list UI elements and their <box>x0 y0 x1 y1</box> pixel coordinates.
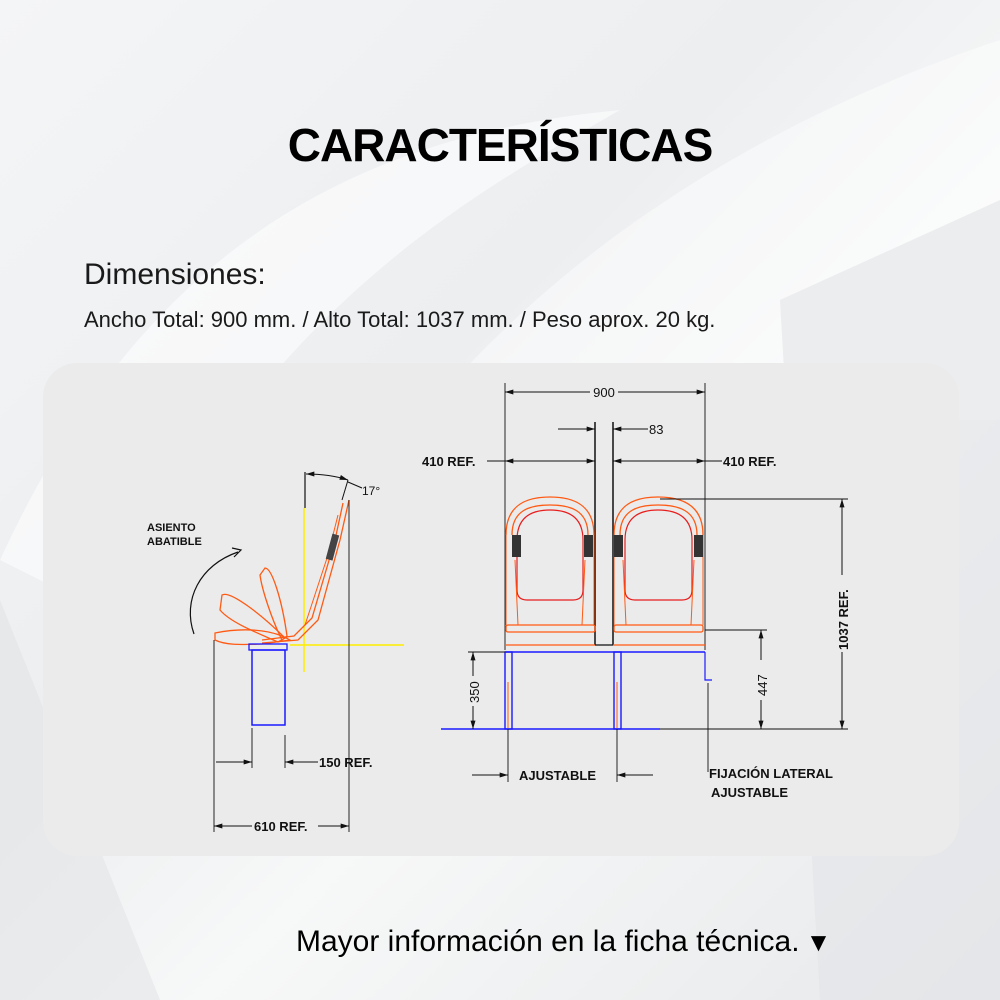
dim-frame-height-label: 350 <box>467 681 482 703</box>
adjustable-label: AJUSTABLE <box>519 768 596 783</box>
dim-depth-label: 610 REF. <box>254 819 307 834</box>
lateral-fixing-label-line1: FIJACIÓN LATERAL <box>709 766 833 781</box>
seat-label-line1: ASIENTO <box>147 522 196 534</box>
lateral-fixing-label-line2: AJUSTABLE <box>711 785 788 800</box>
angle-label: 17° <box>362 484 380 498</box>
dim-right-seat-label: 410 REF. <box>723 454 776 469</box>
down-triangle-icon: ▼ <box>805 927 832 957</box>
dimensions-specs: Ancho Total: 900 mm. / Alto Total: 1037 … <box>84 307 716 332</box>
left-seat <box>505 496 596 646</box>
dimensions-heading: Dimensiones: <box>84 258 266 291</box>
right-seat <box>613 496 705 646</box>
datasheet-link[interactable]: Mayor información en la ficha técnica.▼ <box>296 925 831 959</box>
front-view: 900 83 410 REF. 410 REF. <box>422 383 851 800</box>
seat-label-line2: ABATIBLE <box>147 536 202 548</box>
side-view: 17° ASIENTO ABATIBLE 150 REF. 610 REF. <box>147 471 404 834</box>
dim-total-height-label: 1037 REF. <box>836 589 851 650</box>
dim-seat-height-label: 447 <box>755 674 770 696</box>
datasheet-link-text: Mayor información en la ficha técnica. <box>296 925 800 958</box>
page-title: CARACTERÍSTICAS <box>287 119 714 171</box>
dim-width-label: 900 <box>593 385 615 400</box>
dim-base-label: 150 REF. <box>319 755 372 770</box>
dim-gap-label: 83 <box>649 422 663 437</box>
dim-left-seat-label: 410 REF. <box>422 454 475 469</box>
